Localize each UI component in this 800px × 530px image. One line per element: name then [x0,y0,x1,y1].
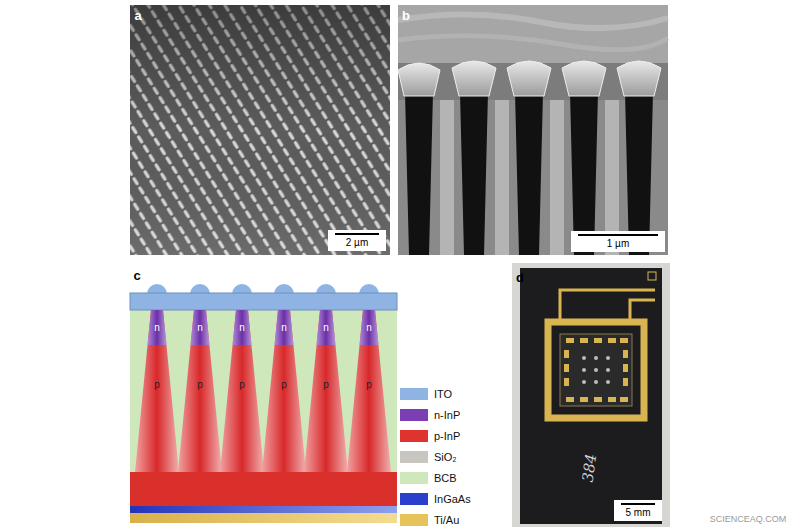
panel-letter: b [402,9,410,22]
legend-row: BCB [400,472,457,484]
panel-letter: d [516,271,524,284]
panel-letter: a [134,9,141,22]
doping-label: p [323,380,329,390]
device-schematic [130,284,397,523]
scale-bar-box: 1 µm [571,231,665,252]
scale-bar-line [335,233,379,235]
doping-label: n [239,323,245,333]
legend-swatch [400,514,428,526]
legend-swatch [400,388,428,400]
scale-bar-line [578,234,658,236]
legend-swatch [400,430,428,442]
sem-array-image [130,5,390,255]
doping-label: p [154,380,160,390]
scale-bar-text: 2 µm [335,237,379,248]
legend-text: InGaAs [434,493,471,505]
legend-row: ITO [400,388,452,400]
handwritten-mark: 384 [581,453,600,483]
legend-row: n-InP [400,409,460,421]
legend-text: p-InP [434,430,460,442]
scale-bar-box: 2 µm [328,230,386,251]
chip-photo [512,263,670,527]
panel-letter: c [133,269,140,282]
scale-bar-box: 5 mm [614,500,662,521]
legend-text: n-InP [434,409,460,421]
doping-label: p [239,380,245,390]
scale-bar-text: 5 mm [621,507,655,518]
watermark: SCIENCEAQ.COM [710,515,787,524]
legend-row: Ti/Au [400,514,459,526]
legend-row: InGaAs [400,493,471,505]
doping-label: n [281,323,287,333]
doping-label: n [366,323,372,333]
sem-cross-section [398,5,668,255]
legend-swatch [400,472,428,484]
legend-text: Ti/Au [434,514,459,526]
legend-swatch [400,409,428,421]
doping-label: p [281,380,287,390]
legend-text: BCB [434,472,457,484]
doping-label: n [154,323,160,333]
legend-text: ITO [434,388,452,400]
scale-bar-line [621,503,655,505]
scale-bar-text: 1 µm [578,238,658,249]
legend-swatch [400,493,428,505]
doping-label: n [323,323,329,333]
doping-label: p [197,380,203,390]
legend-row: p-InP [400,430,460,442]
doping-label: p [366,380,372,390]
legend-row: SiO₂ [400,451,457,463]
legend-swatch [400,451,428,463]
doping-label: n [197,323,203,333]
legend-text: SiO₂ [434,451,457,463]
